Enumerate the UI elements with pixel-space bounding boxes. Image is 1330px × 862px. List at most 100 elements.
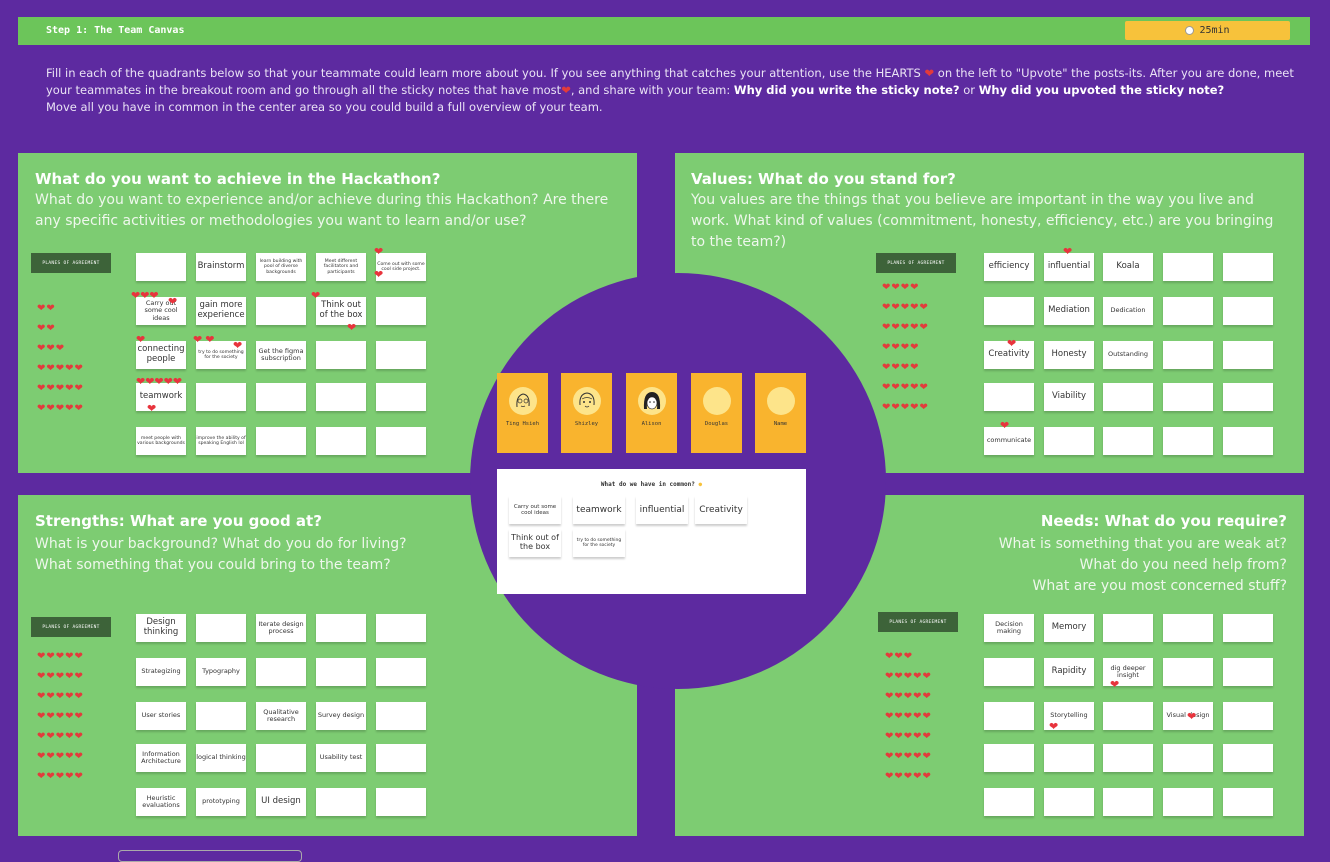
sticky-note-empty[interactable] bbox=[1103, 702, 1153, 730]
sticky-note[interactable]: teamwork bbox=[136, 383, 186, 411]
sticky-note-empty[interactable] bbox=[376, 341, 426, 369]
sticky-note-empty[interactable] bbox=[316, 341, 366, 369]
sticky-note-empty[interactable] bbox=[1044, 788, 1094, 816]
heart-icon[interactable]: ❤ bbox=[347, 322, 357, 334]
sticky-note-empty[interactable] bbox=[1223, 383, 1273, 411]
heart-icon[interactable]: ❤ bbox=[233, 340, 243, 352]
sticky-note[interactable]: Qualitative research bbox=[256, 702, 306, 730]
heart-icon[interactable]: ❤ bbox=[374, 269, 384, 281]
sticky-note-empty[interactable] bbox=[1163, 383, 1213, 411]
sticky-note[interactable]: Come out with some cool side project. bbox=[376, 253, 426, 281]
heart-row[interactable]: ❤❤❤❤❤ bbox=[37, 403, 84, 414]
heart-row[interactable]: ❤❤❤❤❤ bbox=[882, 382, 929, 393]
sticky-note[interactable]: Rapidity bbox=[1044, 658, 1094, 686]
heart-row[interactable]: ❤❤❤❤❤ bbox=[885, 731, 932, 742]
sticky-note-empty[interactable] bbox=[984, 383, 1034, 411]
sticky-note[interactable]: Outstanding bbox=[1103, 341, 1153, 369]
sticky-note-empty[interactable] bbox=[1223, 341, 1273, 369]
sticky-note[interactable]: Koala bbox=[1103, 253, 1153, 281]
sticky-note-empty[interactable] bbox=[1044, 744, 1094, 772]
sticky-note-empty[interactable] bbox=[984, 702, 1034, 730]
sticky-note[interactable]: gain more experience bbox=[196, 297, 246, 325]
heart-row[interactable]: ❤❤❤❤❤ bbox=[882, 402, 929, 413]
sticky-note[interactable]: Memory bbox=[1044, 614, 1094, 642]
sticky-note-empty[interactable] bbox=[984, 297, 1034, 325]
sticky-note-empty[interactable] bbox=[256, 297, 306, 325]
heart-icon[interactable]: ❤ bbox=[168, 296, 178, 308]
sticky-note-empty[interactable] bbox=[1163, 297, 1213, 325]
sticky-note[interactable]: meet people with various backgrounds bbox=[136, 427, 186, 455]
sticky-note-empty[interactable] bbox=[376, 614, 426, 642]
sticky-note[interactable]: dig deeper insight bbox=[1103, 658, 1153, 686]
sticky-note-empty[interactable] bbox=[196, 383, 246, 411]
sticky-note[interactable]: prototyping bbox=[196, 788, 246, 816]
sticky-note-empty[interactable] bbox=[1163, 744, 1213, 772]
sticky-note[interactable]: Iterate design process bbox=[256, 614, 306, 642]
heart-row[interactable]: ❤❤❤❤❤ bbox=[37, 751, 84, 762]
sticky-note[interactable]: Creativity bbox=[984, 341, 1034, 369]
heart-row[interactable]: ❤❤❤❤ bbox=[882, 282, 920, 293]
heart-icon[interactable]: ❤❤❤ bbox=[131, 290, 159, 302]
heart-icon[interactable]: ❤ bbox=[136, 334, 146, 346]
sticky-note-empty[interactable] bbox=[376, 702, 426, 730]
sticky-note[interactable]: Design thinking bbox=[136, 614, 186, 642]
heart-row[interactable]: ❤❤❤❤❤ bbox=[885, 771, 932, 782]
common-sticky-note[interactable]: influential bbox=[636, 496, 688, 524]
sticky-note[interactable]: Brainstorm bbox=[196, 253, 246, 281]
sticky-note-empty[interactable] bbox=[1044, 427, 1094, 455]
team-member-card[interactable]: Name bbox=[755, 373, 806, 453]
sticky-note[interactable]: Strategizing bbox=[136, 658, 186, 686]
sticky-note-empty[interactable] bbox=[1103, 614, 1153, 642]
sticky-note[interactable]: Information Architecture bbox=[136, 744, 186, 772]
sticky-note-empty[interactable] bbox=[1223, 744, 1273, 772]
sticky-note[interactable]: Get the figma subscription bbox=[256, 341, 306, 369]
heart-icon[interactable]: ❤ bbox=[1049, 721, 1059, 733]
sticky-note-empty[interactable] bbox=[376, 744, 426, 772]
sticky-note-empty[interactable] bbox=[376, 383, 426, 411]
sticky-note-empty[interactable] bbox=[1163, 788, 1213, 816]
sticky-note[interactable]: Visual design bbox=[1163, 702, 1213, 730]
bottom-toolbar[interactable] bbox=[118, 850, 302, 862]
sticky-note[interactable]: influential bbox=[1044, 253, 1094, 281]
sticky-note[interactable]: Typography bbox=[196, 658, 246, 686]
sticky-note-empty[interactable] bbox=[136, 253, 186, 281]
team-member-card[interactable]: Ting Hsieh bbox=[497, 373, 548, 453]
sticky-note[interactable]: Honesty bbox=[1044, 341, 1094, 369]
common-sticky-note[interactable]: Carry out some cool ideas bbox=[509, 496, 561, 524]
heart-row[interactable]: ❤❤❤ bbox=[37, 343, 66, 354]
sticky-note-empty[interactable] bbox=[1103, 744, 1153, 772]
team-member-card[interactable]: Alison bbox=[626, 373, 677, 453]
sticky-note-empty[interactable] bbox=[256, 383, 306, 411]
sticky-note[interactable]: Survey design bbox=[316, 702, 366, 730]
sticky-note[interactable]: Storytelling bbox=[1044, 702, 1094, 730]
heart-row[interactable]: ❤❤❤❤❤ bbox=[882, 322, 929, 333]
sticky-note-empty[interactable] bbox=[1163, 427, 1213, 455]
sticky-note[interactable]: efficiency bbox=[984, 253, 1034, 281]
sticky-note[interactable]: communicate bbox=[984, 427, 1034, 455]
common-sticky-note[interactable]: Think out of the box bbox=[509, 529, 561, 557]
heart-row[interactable]: ❤❤❤❤❤ bbox=[37, 771, 84, 782]
sticky-note[interactable]: learn building with pool of diverse back… bbox=[256, 253, 306, 281]
sticky-note-empty[interactable] bbox=[1163, 253, 1213, 281]
heart-row[interactable]: ❤❤❤❤ bbox=[882, 362, 920, 373]
sticky-note[interactable]: UI design bbox=[256, 788, 306, 816]
sticky-note[interactable]: Usability test bbox=[316, 744, 366, 772]
heart-icon[interactable]: ❤ bbox=[374, 246, 384, 258]
heart-row[interactable]: ❤❤❤❤ bbox=[882, 342, 920, 353]
sticky-note[interactable]: Meet different facilitators and particip… bbox=[316, 253, 366, 281]
sticky-note[interactable]: Viability bbox=[1044, 383, 1094, 411]
heart-icon[interactable]: ❤ bbox=[311, 290, 321, 302]
sticky-note-empty[interactable] bbox=[1223, 614, 1273, 642]
common-sticky-note[interactable]: try to do something for the society bbox=[573, 529, 625, 557]
sticky-note-empty[interactable] bbox=[316, 658, 366, 686]
heart-icon[interactable]: ❤ ❤ bbox=[193, 334, 215, 346]
heart-row[interactable]: ❤❤❤❤❤ bbox=[37, 711, 84, 722]
sticky-note[interactable]: Carry out some cool ideas bbox=[136, 297, 186, 325]
sticky-note-empty[interactable] bbox=[256, 744, 306, 772]
sticky-note[interactable]: User stories bbox=[136, 702, 186, 730]
sticky-note-empty[interactable] bbox=[1163, 341, 1213, 369]
sticky-note-empty[interactable] bbox=[196, 702, 246, 730]
heart-row[interactable]: ❤❤ bbox=[37, 303, 56, 314]
sticky-note-empty[interactable] bbox=[984, 744, 1034, 772]
sticky-note-empty[interactable] bbox=[1103, 383, 1153, 411]
